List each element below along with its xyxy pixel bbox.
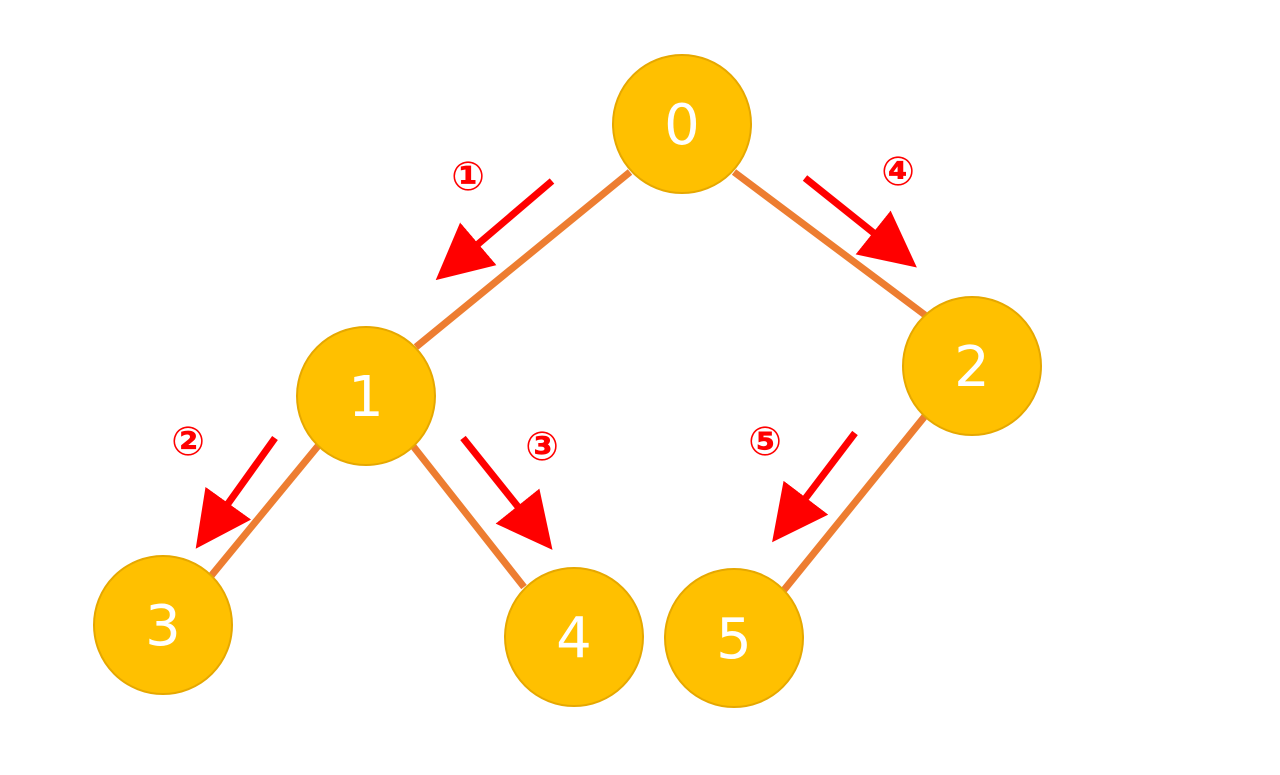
node-1: 1 xyxy=(296,326,436,466)
node-circle xyxy=(664,568,804,708)
arrow-step-3 xyxy=(460,435,553,550)
node-2: 2 xyxy=(902,296,1042,436)
edges xyxy=(208,169,928,593)
step-label-1: ① xyxy=(451,154,485,200)
nodes: 0 1 2 3 4 5 xyxy=(93,54,1042,708)
node-label: 1 xyxy=(348,365,384,430)
step-label-4: ④ xyxy=(881,149,915,195)
node-0: 0 xyxy=(612,54,752,194)
edge-1-4 xyxy=(410,443,527,590)
step-label-2: ② xyxy=(171,419,205,465)
node-circle xyxy=(504,567,644,707)
edge-2-5 xyxy=(781,413,928,593)
node-label: 5 xyxy=(716,607,752,672)
node-5: 5 xyxy=(664,568,804,708)
step-labels: ① ② ③ ④ ⑤ xyxy=(171,149,915,470)
node-label: 0 xyxy=(664,93,700,158)
node-circle xyxy=(93,555,233,695)
node-circle xyxy=(612,54,752,194)
traversal-arrows xyxy=(195,175,917,550)
arrow-step-1 xyxy=(435,178,555,281)
edge-0-1 xyxy=(413,169,633,350)
arrow-step-2 xyxy=(195,435,278,549)
arrow-step-4 xyxy=(802,175,917,268)
edge-0-2 xyxy=(731,169,928,318)
node-label: 3 xyxy=(145,594,181,659)
node-3: 3 xyxy=(93,555,233,695)
edge-1-3 xyxy=(208,443,321,579)
node-circle xyxy=(902,296,1042,436)
node-label: 4 xyxy=(556,606,592,671)
step-label-3: ③ xyxy=(525,424,559,470)
node-label: 2 xyxy=(954,335,990,400)
node-4: 4 xyxy=(504,567,644,707)
arrow-step-5 xyxy=(772,430,858,543)
node-circle xyxy=(296,326,436,466)
step-label-5: ⑤ xyxy=(748,419,782,465)
